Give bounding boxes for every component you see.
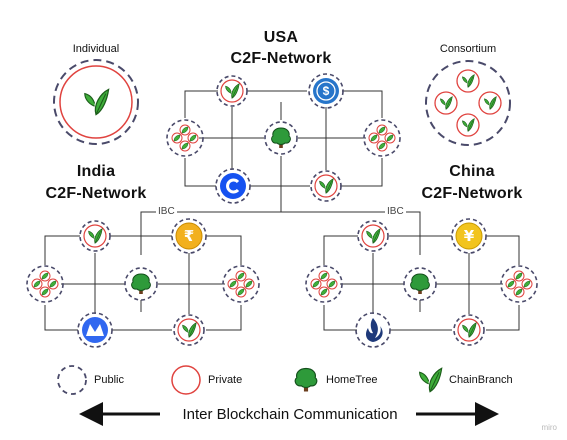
china-network: ¥ (306, 218, 537, 348)
legend-public-label: Public (94, 374, 124, 386)
india-title-line1: India (76, 163, 116, 180)
individual-label: Individual (72, 43, 120, 55)
yuan-icon: ¥ (451, 218, 487, 254)
individual-node (53, 59, 139, 145)
footer-text: Inter Blockchain Communication (182, 406, 398, 423)
usa-title-line1: USA (263, 29, 299, 46)
miro-watermark: miro (541, 423, 557, 432)
legend-chainbranch-icon (419, 367, 443, 393)
svg-text:$: $ (323, 84, 330, 98)
legend-hometree-label: HomeTree (326, 374, 378, 386)
ibc-label-left: IBC (156, 206, 177, 217)
consortium-label: Consortium (439, 43, 497, 55)
china-title-line2: C2F-Network (421, 185, 523, 202)
usdc-icon: $ (308, 73, 344, 109)
india-title-line2: C2F-Network (45, 185, 147, 202)
huobi-icon (355, 312, 391, 348)
svg-text:¥: ¥ (464, 227, 475, 245)
svg-text:₹: ₹ (184, 227, 194, 245)
footer: Inter Blockchain Communication (80, 404, 500, 426)
legend-chainbranch-label: ChainBranch (449, 374, 513, 386)
india-network: ₹ (27, 218, 259, 348)
legend-private-swatch (171, 365, 201, 395)
legend-hometree-icon (294, 367, 318, 393)
ibc-label-right: IBC (385, 206, 406, 217)
coinbase-icon (215, 168, 251, 204)
rupee-icon: ₹ (171, 218, 207, 254)
legend-public-swatch (57, 365, 87, 395)
consortium-node (425, 60, 511, 146)
tree-icon (265, 122, 297, 154)
legend-private-label: Private (208, 374, 243, 386)
usa-network: $ (167, 73, 400, 212)
wazirx-icon (77, 312, 113, 348)
usa-title-line2: C2F-Network (230, 50, 332, 67)
china-title-line1: China (449, 163, 495, 180)
